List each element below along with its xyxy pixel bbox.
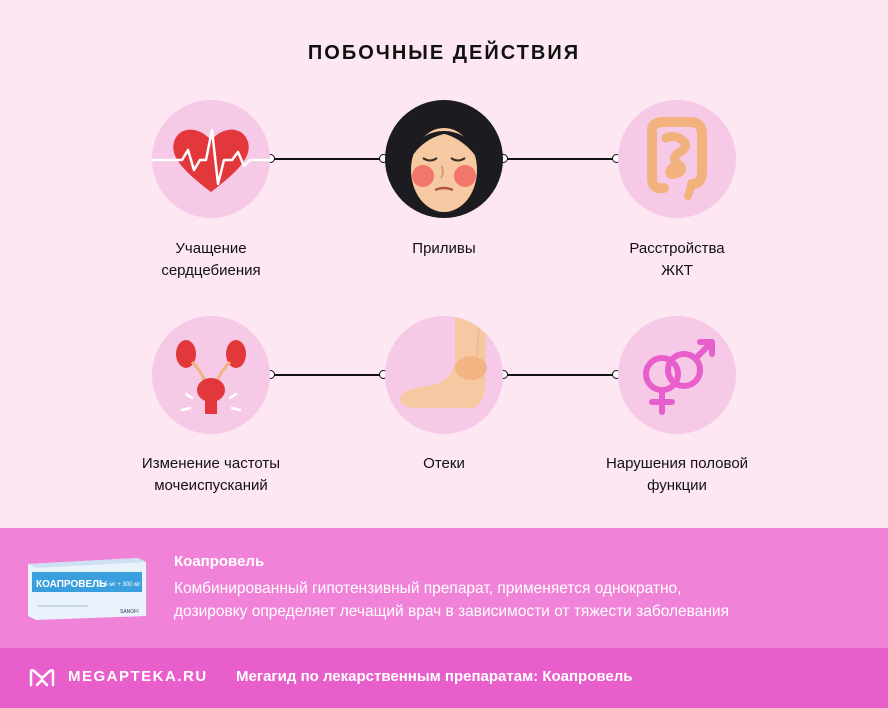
effect-label-line1: Учащение [175,240,247,257]
box-brand: КОАПРОВЕЛЬ [36,579,106,590]
effect-label-line1: Изменение частоты [141,455,281,472]
effect-label-line1: Нарушения половой [605,455,749,472]
connector-line [504,374,618,376]
medicine-box-image: КОАПРОВЕЛЬ 12.5 мг + 300 мг SANOFI [28,556,146,620]
connector-line [504,158,618,160]
intestines-icon [618,100,736,218]
effect-label: Отеки [334,453,554,475]
footer-band [0,648,888,708]
effect-label: Приливы [334,238,554,260]
connector-line [270,158,384,160]
effect-label-line2: сердцебиения [161,262,261,279]
product-description-line2: дозировку определяет лечащий врач в зави… [174,603,729,620]
effect-label: Нарушения половой функции [567,453,787,497]
product-name: Коапровель [174,553,265,570]
heart-icon [152,100,270,218]
guide-title: Мегагид по лекарственным препаратам: Коа… [236,668,633,685]
kidneys-bladder-icon [152,316,270,434]
effect-label-line1: Приливы [412,240,476,257]
effect-label-line1: Расстройства [629,240,725,257]
page-title: ПОБОЧНЫЕ ДЕЙСТВИЯ [307,42,581,64]
swollen-foot-icon [385,316,503,434]
effect-label: Расстройства ЖКТ [567,238,787,282]
product-band [0,528,888,648]
effect-label: Учащение сердцебиения [101,238,321,282]
effect-label-line2: ЖКТ [661,262,693,279]
product-description: Комбинированный гипотензивный препарат, … [174,577,864,623]
product-description-line1: Комбинированный гипотензивный препарат, … [174,580,682,597]
effect-label-line2: мочеиспусканий [154,477,268,494]
effect-label: Изменение частоты мочеиспусканий [101,453,321,497]
gender-symbols-icon [618,316,736,434]
box-maker: SANOFI [120,609,139,615]
connector-line [270,374,384,376]
effect-label-line1: Отеки [423,455,465,472]
effect-label-line2: функции [647,477,707,494]
flushed-face-icon [385,100,503,218]
box-dose: 12.5 мг + 300 мг [96,582,141,588]
infographic-area [0,0,888,528]
site-logo-icon [28,666,56,688]
site-name-link[interactable]: MEGAPTEKA.RU [68,668,208,685]
